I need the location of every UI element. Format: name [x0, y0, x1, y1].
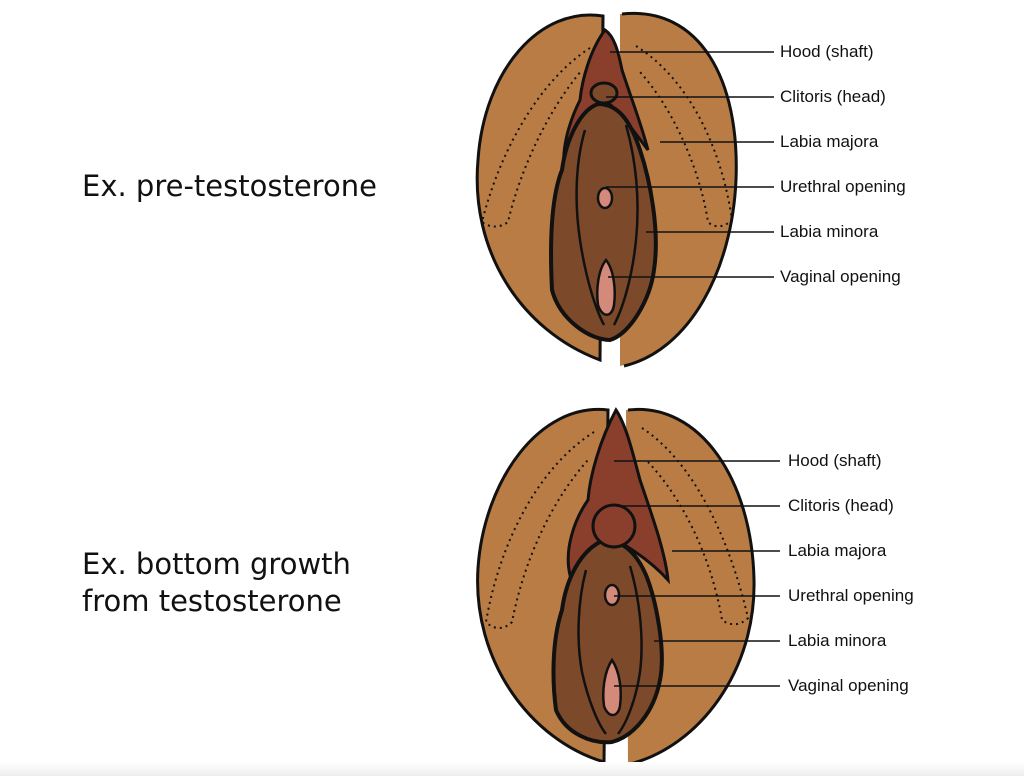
caption-bottom-growth: Ex. bottom growth from testosterone [82, 546, 351, 620]
leader-lines-bottom [614, 460, 780, 687]
label-vaginal-opening: Vaginal opening [788, 676, 909, 695]
caption-line: Ex. bottom growth [82, 547, 351, 581]
pre-testosterone-illustration [475, 11, 774, 368]
label-labia-minora: Labia minora [788, 631, 887, 650]
bottom-growth-illustration [476, 407, 780, 766]
caption-line: from testosterone [82, 584, 342, 618]
label-labia-majora: Labia majora [788, 541, 887, 560]
caption-pre-testosterone: Ex. pre-testosterone [82, 168, 377, 205]
dotted-contour-left [480, 47, 591, 228]
leader-lines-top [606, 51, 774, 278]
label-labia-minora: Labia minora [780, 222, 879, 241]
label-urethral-opening: Urethral opening [780, 177, 906, 196]
label-clitoris-head: Clitoris (head) [788, 496, 894, 515]
label-urethral-opening: Urethral opening [788, 586, 914, 605]
dotted-contour-left [484, 431, 595, 629]
label-hood-shaft: Hood (shaft) [780, 42, 874, 61]
dotted-contour-right [635, 45, 734, 228]
clitoris-head [589, 81, 619, 105]
vaginal-opening [602, 657, 622, 717]
label-labia-majora: Labia majora [780, 132, 879, 151]
label-hood-shaft: Hood (shaft) [788, 451, 882, 470]
label-vaginal-opening: Vaginal opening [780, 267, 901, 286]
clitoris-head [591, 503, 637, 549]
label-clitoris-head: Clitoris (head) [780, 87, 886, 106]
urethral-opening [603, 583, 621, 607]
bottom-edge-fade [0, 762, 1024, 776]
vaginal-opening [596, 257, 616, 316]
urethral-opening [596, 186, 614, 210]
caption-line: Ex. pre-testosterone [82, 169, 377, 203]
